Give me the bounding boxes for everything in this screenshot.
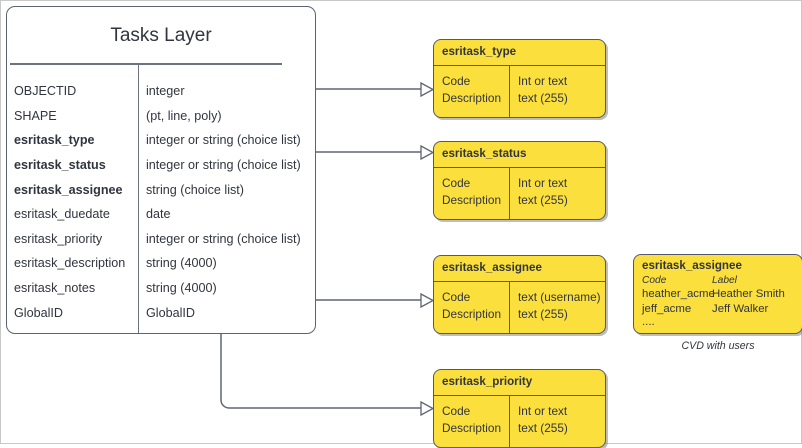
field-name: esritask_type	[14, 133, 95, 148]
domain-field-names: Code Description	[442, 403, 501, 436]
field-type: string (4000)	[146, 256, 217, 271]
field-type: date	[146, 207, 171, 222]
cvd-code-value: heather_acme	[642, 288, 715, 300]
domain-field-names: Code Description	[442, 73, 501, 106]
domain-field-code: Code	[442, 404, 471, 418]
cvd-sample-title: esritask_assignee	[642, 259, 742, 272]
domain-field-types: Int or text text (255)	[518, 73, 568, 106]
field-type: string (4000)	[146, 281, 217, 296]
cvd-header-label: Label	[712, 275, 737, 286]
tasks-layer-header-rule	[10, 63, 282, 65]
cvd-sample-box: esritask_assignee Code Label heather_acm…	[633, 254, 802, 334]
domain-field-types: Int or text text (255)	[518, 403, 568, 436]
domain-field-names: Code Description	[442, 175, 501, 208]
domain-title: esritask_status	[442, 147, 527, 160]
domain-box-esritask-priority: esritask_priority Code Description Int o…	[433, 369, 606, 448]
domain-type-code: Int or text	[518, 176, 568, 190]
domain-header-rule	[434, 65, 605, 67]
cvd-ellipsis: ....	[642, 316, 655, 328]
domain-field-types: text (username) text (255)	[518, 289, 601, 322]
cvd-label-value: Jeff Walker	[712, 303, 769, 315]
domain-field-description: Description	[442, 306, 502, 321]
field-name: esritask_assignee	[14, 182, 123, 197]
table-row: esritask_notes string (4000)	[7, 276, 315, 301]
cvd-header-code: Code	[642, 275, 667, 286]
arrowhead-type	[420, 81, 435, 98]
field-type: integer or string (choice list)	[146, 133, 301, 148]
field-name: esritask_priority	[14, 231, 103, 246]
domain-field-code: Code	[442, 290, 471, 304]
domain-title: esritask_assignee	[442, 261, 542, 274]
field-name: esritask_duedate	[14, 207, 110, 222]
field-name: GlobalID	[14, 305, 63, 320]
table-row: esritask_status integer or string (choice…	[7, 153, 315, 178]
table-row: esritask_priority integer or string (choi…	[7, 227, 315, 252]
cvd-caption: CVD with users	[681, 340, 755, 352]
domain-type-code: Int or text	[518, 404, 568, 418]
field-type: integer	[146, 84, 185, 99]
domain-field-description: Description	[442, 90, 502, 105]
tasks-layer-column-divider	[138, 64, 140, 333]
domain-box-esritask-type: esritask_type Code Description Int or te…	[433, 39, 606, 118]
domain-field-description: Description	[442, 420, 502, 435]
table-row: esritask_type integer or string (choice l…	[7, 128, 315, 153]
domain-box-esritask-status: esritask_status Code Description Int or …	[433, 141, 606, 220]
arrowhead-assignee	[420, 292, 435, 309]
field-type: string (choice list)	[146, 182, 244, 197]
domain-field-code: Code	[442, 74, 471, 88]
domain-field-description: Description	[442, 192, 502, 207]
field-name: esritask_status	[14, 158, 106, 173]
cvd-code-value: jeff_acme	[642, 303, 692, 315]
domain-field-types: Int or text text (255)	[518, 175, 568, 208]
domain-header-rule	[434, 281, 605, 283]
domain-box-esritask-assignee: esritask_assignee Code Description text …	[433, 255, 606, 334]
table-row: GlobalID GlobalID	[7, 300, 315, 325]
domain-type-description: text (255)	[518, 420, 568, 435]
domain-header-rule	[434, 395, 605, 397]
arrowhead-status	[420, 144, 435, 161]
domain-header-rule	[434, 167, 605, 169]
table-row: SHAPE (pt, line, poly)	[7, 104, 315, 129]
domain-field-names: Code Description	[442, 289, 501, 322]
table-row: OBJECTID integer	[7, 79, 315, 104]
field-type: GlobalID	[146, 305, 195, 320]
field-name: SHAPE	[14, 108, 57, 123]
domain-field-code: Code	[442, 176, 471, 190]
field-name: esritask_description	[14, 256, 126, 271]
table-row: esritask_duedate date	[7, 202, 315, 227]
domain-title: esritask_type	[442, 45, 517, 58]
tasks-layer-title: Tasks Layer	[110, 24, 212, 46]
table-row: esritask_assignee string (choice list)	[7, 177, 315, 202]
domain-type-code: Int or text	[518, 74, 568, 88]
domain-type-description: text (255)	[518, 306, 568, 321]
table-row: esritask_description string (4000)	[7, 251, 315, 276]
domain-column-divider	[509, 65, 511, 117]
arrowhead-priority	[420, 400, 435, 417]
field-name: esritask_notes	[14, 281, 96, 296]
domain-type-description: text (255)	[518, 90, 568, 105]
domain-title: esritask_priority	[442, 375, 533, 388]
domain-type-description: text (255)	[518, 192, 568, 207]
domain-type-code: text (username)	[518, 290, 601, 304]
domain-column-divider	[509, 167, 511, 219]
field-type: integer or string (choice list)	[146, 158, 301, 173]
field-type: (pt, line, poly)	[146, 108, 222, 123]
domain-column-divider	[509, 281, 511, 333]
field-name: OBJECTID	[14, 84, 77, 99]
field-type: integer or string (choice list)	[146, 231, 301, 246]
domain-column-divider	[509, 395, 511, 447]
cvd-label-value: Heather Smith	[712, 288, 785, 300]
